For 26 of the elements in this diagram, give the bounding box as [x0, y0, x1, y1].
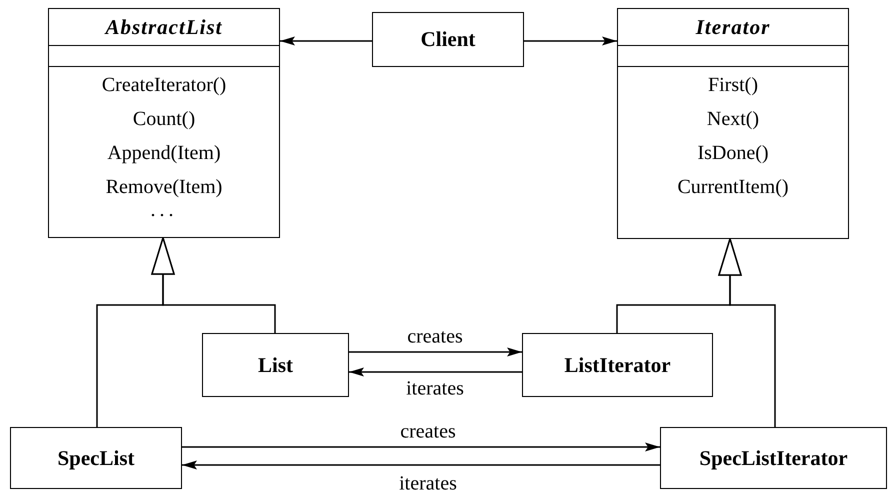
- method-name: IsDone(): [697, 141, 769, 166]
- class-name: Iterator: [696, 14, 770, 40]
- method-name: Remove(Item): [106, 175, 222, 200]
- arrow: [349, 368, 522, 376]
- class-box: ListIterator: [522, 333, 713, 397]
- class-box: [48, 8, 280, 238]
- method-name: CreateIterator(): [102, 73, 226, 98]
- class-box: SpecList: [10, 427, 182, 489]
- arrow: [182, 460, 660, 470]
- method-name: CurrentItem(): [677, 175, 789, 200]
- method-name: Next(): [706, 107, 760, 132]
- class-name: AbstractList: [105, 14, 222, 40]
- method-name: Count(): [132, 107, 196, 132]
- arrow: [718, 238, 776, 427]
- class-box: [617, 8, 849, 239]
- arrow: [96, 237, 175, 427]
- class-box: SpecListIterator: [660, 427, 887, 489]
- arrow: [524, 36, 617, 46]
- class-box: Client: [372, 12, 524, 67]
- method-name: Append(Item): [107, 141, 221, 166]
- method-name: First(): [708, 73, 758, 98]
- arrow: [349, 348, 522, 356]
- ellipsis: ...: [150, 204, 178, 216]
- arrow: [182, 442, 660, 452]
- arrow: [280, 36, 372, 46]
- class-box: List: [202, 333, 349, 397]
